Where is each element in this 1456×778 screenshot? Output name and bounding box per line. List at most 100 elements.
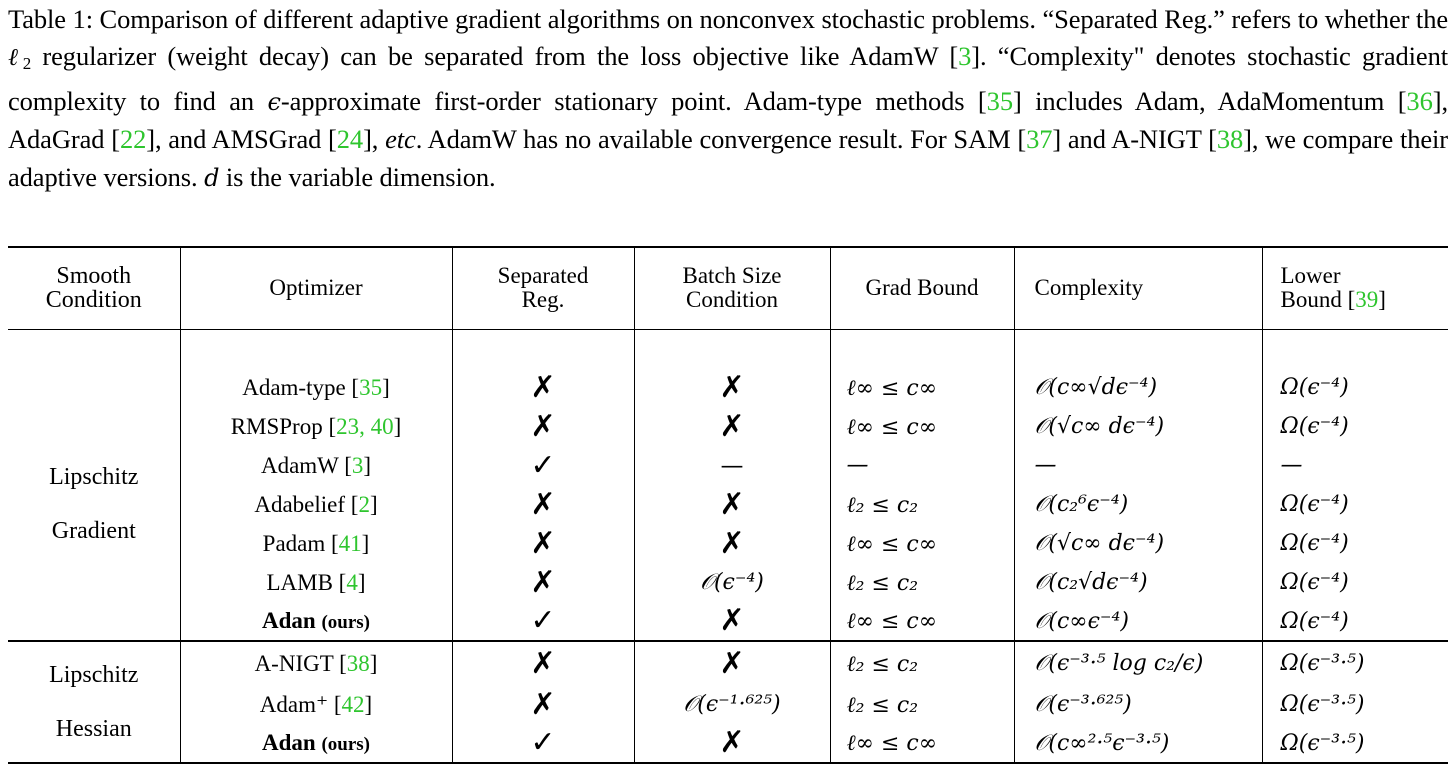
optimizer-bold: Adan bbox=[261, 608, 316, 633]
citation-link[interactable]: 3 bbox=[351, 452, 364, 478]
optimizer-name: Padam [41] bbox=[179, 524, 452, 563]
batch-size-condition: 𝒪(ϵ⁻¹·⁶²⁵) bbox=[633, 685, 830, 724]
caption-math-d: d bbox=[204, 163, 220, 192]
batch-size-mark: — bbox=[633, 446, 830, 485]
table-row: Adabelief [2] ✗ ✗ ℓ₂ ≤ c₂ 𝒪(c₂⁶ϵ⁻⁴) Ω(ϵ⁻… bbox=[8, 485, 1448, 524]
lower-bound: Ω(ϵ⁻⁴) bbox=[1261, 524, 1448, 563]
citation-link[interactable]: 39 bbox=[1355, 287, 1379, 313]
complexity: — bbox=[1013, 446, 1262, 485]
caption-text: -approximate first-order stationary poin… bbox=[280, 85, 987, 116]
table-row: RMSProp [23, 40] ✗ ✗ ℓ∞ ≤ c∞ 𝒪(√c∞ dϵ⁻⁴)… bbox=[8, 407, 1448, 446]
optimizer-name: Adan (ours) bbox=[179, 724, 452, 763]
citation-link[interactable]: 35 bbox=[986, 85, 1013, 116]
citation-link[interactable]: 4 bbox=[346, 569, 358, 595]
lower-bound: Ω(ϵ⁻⁴) bbox=[1261, 485, 1448, 524]
citation-link[interactable]: 41 bbox=[338, 530, 362, 556]
batch-size-mark: ✗ bbox=[633, 524, 830, 563]
lower-bound: Ω(ϵ⁻⁴) bbox=[1261, 602, 1448, 641]
caption-text: . AdamW has no available convergence res… bbox=[415, 124, 1027, 155]
citation-link[interactable]: 38 bbox=[1216, 124, 1244, 155]
complexity: 𝒪(c∞²·⁵ϵ⁻³·⁵) bbox=[1013, 724, 1262, 763]
caption-text: ], we compare their adaptive versions. bbox=[8, 124, 1449, 192]
caption-math-sub: 2 bbox=[22, 54, 32, 74]
table-row: Padam [41] ✗ ✗ ℓ∞ ≤ c∞ 𝒪(√c∞ dϵ⁻⁴) Ω(ϵ⁻⁴… bbox=[8, 524, 1448, 563]
grad-bound: ℓ₂ ≤ c₂ bbox=[829, 563, 1014, 602]
citation-link[interactable]: 38 bbox=[346, 650, 370, 676]
header-complexity: Complexity bbox=[1013, 247, 1262, 329]
citation-link[interactable]: 36 bbox=[1406, 85, 1433, 116]
separated-reg-mark: ✗ bbox=[451, 685, 634, 724]
batch-size-mark: ✗ bbox=[633, 724, 830, 763]
optimizer-name: A-NIGT [38] bbox=[179, 641, 452, 685]
complexity: 𝒪(ϵ⁻³·⁶²⁵) bbox=[1013, 685, 1262, 724]
optimizer-bold: Adan bbox=[261, 730, 316, 755]
batch-size-mark: ✗ bbox=[633, 368, 830, 407]
batch-size-mark: ✗ bbox=[633, 641, 830, 685]
citation-link[interactable]: 24 bbox=[336, 124, 364, 155]
optimizer-name: Adabelief [2] bbox=[179, 485, 452, 524]
grad-bound: ℓ₂ ≤ c₂ bbox=[829, 641, 1014, 685]
table-row: Adam⁺ [42] ✗ 𝒪(ϵ⁻¹·⁶²⁵) ℓ₂ ≤ c₂ 𝒪(ϵ⁻³·⁶²… bbox=[8, 685, 1448, 724]
separated-reg-mark: ✓ bbox=[451, 724, 634, 763]
complexity: 𝒪(√c∞ dϵ⁻⁴) bbox=[1013, 524, 1262, 563]
table-row: LAMB [4] ✗ 𝒪(ϵ⁻⁴) ℓ₂ ≤ c₂ 𝒪(c₂√dϵ⁻⁴) Ω(ϵ… bbox=[8, 563, 1448, 602]
separated-reg-mark: ✗ bbox=[451, 485, 634, 524]
citation-link[interactable]: 2 bbox=[358, 491, 370, 517]
caption-text: ], AdaGrad [ bbox=[8, 85, 1448, 155]
grad-bound: — bbox=[829, 446, 1014, 485]
caption-text: ] includes Adam, AdaMomentum [ bbox=[1012, 85, 1407, 116]
complexity: 𝒪(√c∞ dϵ⁻⁴) bbox=[1013, 407, 1262, 446]
separated-reg-mark: ✗ bbox=[451, 641, 634, 685]
table-row: AdamW [3] ✓ — — — — bbox=[8, 446, 1448, 485]
optimizer-ours: (ours) bbox=[321, 612, 370, 633]
caption-text: Table 1: Comparison of different adaptiv… bbox=[8, 4, 1448, 34]
batch-size-mark: ✗ bbox=[633, 485, 830, 524]
caption-italic: etc bbox=[385, 124, 416, 155]
citation-link[interactable]: 22 bbox=[119, 124, 147, 155]
citation-link[interactable]: 42 bbox=[341, 691, 365, 717]
citation-link[interactable]: 23, 40 bbox=[336, 413, 394, 439]
lower-bound: Ω(ϵ⁻⁴) bbox=[1261, 407, 1448, 446]
grad-bound: ℓ₂ ≤ c₂ bbox=[829, 485, 1014, 524]
table-caption: Table 1: Comparison of different adaptiv… bbox=[8, 0, 1448, 197]
separated-reg-mark: ✗ bbox=[451, 407, 634, 446]
separated-reg-mark: ✓ bbox=[451, 602, 634, 641]
grad-bound: ℓ₂ ≤ c₂ bbox=[829, 685, 1014, 724]
complexity: 𝒪(c₂⁶ϵ⁻⁴) bbox=[1013, 485, 1262, 524]
caption-math-eps: ϵ bbox=[267, 87, 281, 116]
citation-link[interactable]: 37 bbox=[1026, 124, 1053, 155]
optimizer-name: Adam-type [35] bbox=[179, 368, 452, 407]
lower-bound: Ω(ϵ⁻³·⁵) bbox=[1261, 724, 1448, 763]
citation-link[interactable]: 35 bbox=[359, 374, 383, 400]
citation-link[interactable]: 3 bbox=[958, 41, 972, 72]
batch-size-condition: 𝒪(ϵ⁻⁴) bbox=[633, 563, 830, 602]
batch-size-mark: ✗ bbox=[633, 602, 830, 641]
caption-text: regularizer (weight decay) can be separa… bbox=[31, 41, 959, 72]
lower-bound: Ω(ϵ⁻³·⁵) bbox=[1261, 685, 1448, 724]
lower-bound: Ω(ϵ⁻⁴) bbox=[1261, 563, 1448, 602]
complexity: 𝒪(c∞√dϵ⁻⁴) bbox=[1013, 368, 1262, 407]
grad-bound: ℓ∞ ≤ c∞ bbox=[829, 368, 1014, 407]
grad-bound: ℓ∞ ≤ c∞ bbox=[829, 407, 1014, 446]
lower-bound: Ω(ϵ⁻³·⁵) bbox=[1261, 641, 1448, 685]
lower-bound: — bbox=[1261, 446, 1448, 485]
complexity: 𝒪(c₂√dϵ⁻⁴) bbox=[1013, 563, 1262, 602]
header-grad-bound: Grad Bound bbox=[829, 247, 1014, 329]
caption-text: ]. “Complexity" denotes stochastic gradi… bbox=[8, 41, 1449, 116]
caption-text: ], bbox=[363, 124, 386, 155]
separated-reg-mark: ✗ bbox=[451, 524, 634, 563]
grad-bound: ℓ∞ ≤ c∞ bbox=[829, 524, 1014, 563]
batch-size-mark: ✗ bbox=[633, 407, 830, 446]
lower-bound: Ω(ϵ⁻⁴) bbox=[1261, 368, 1448, 407]
caption-math-l2: ℓ bbox=[8, 43, 23, 72]
